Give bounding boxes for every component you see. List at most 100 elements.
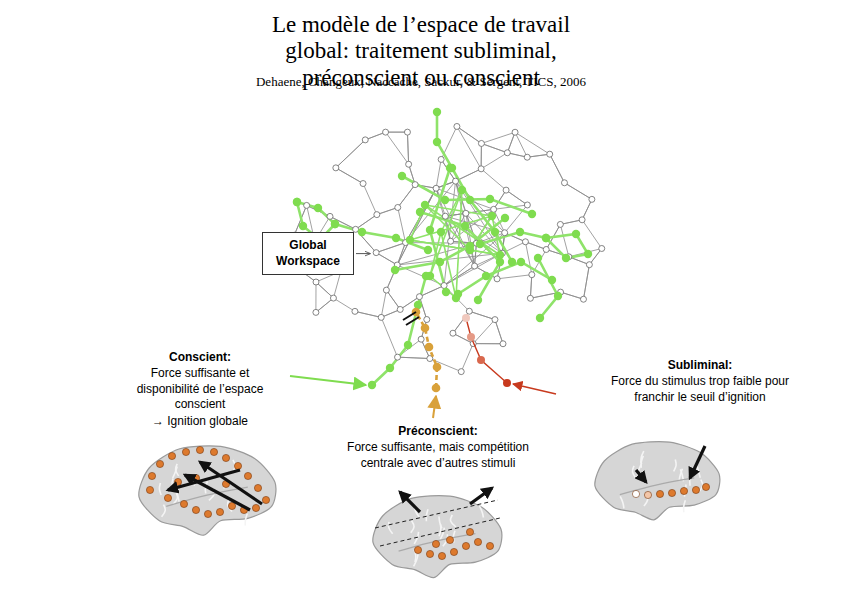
neuron	[512, 129, 518, 135]
network-link	[527, 154, 550, 157]
network-link	[386, 132, 409, 164]
active-neuron	[293, 198, 301, 206]
network-link	[406, 242, 477, 244]
neuron	[586, 262, 592, 268]
active-neuron	[433, 138, 441, 146]
network-link	[333, 271, 340, 298]
network-link	[398, 185, 415, 208]
workspace-link	[456, 190, 462, 298]
neuron	[500, 341, 506, 347]
subliminal-neuron	[503, 379, 511, 387]
neuron	[458, 369, 464, 375]
network-link	[497, 275, 532, 279]
network-link	[495, 320, 503, 344]
network-link	[473, 343, 503, 344]
neuron	[373, 250, 379, 256]
network-link	[457, 126, 482, 143]
neuron	[492, 317, 498, 323]
active-neuron	[572, 230, 580, 238]
network-link	[550, 154, 565, 183]
network-link	[561, 292, 584, 299]
preconscious-neuron	[421, 324, 430, 333]
network-link	[397, 243, 405, 265]
neuron	[383, 287, 389, 293]
neuron	[580, 296, 586, 302]
active-neuron	[368, 381, 376, 389]
neuron	[441, 283, 447, 289]
neuron	[416, 294, 422, 300]
neuron	[360, 181, 366, 187]
active-neuron	[422, 272, 430, 280]
active-neuron	[392, 234, 400, 242]
active-neuron	[391, 266, 399, 274]
network-link	[406, 181, 456, 242]
network-link	[527, 154, 550, 157]
active-neuron	[554, 292, 562, 300]
subliminal-neuron	[467, 333, 475, 341]
network-link	[398, 357, 430, 358]
network-link	[469, 311, 495, 319]
neuron	[362, 137, 368, 143]
brain	[373, 488, 502, 578]
stimulus-arrow	[513, 384, 556, 394]
network-link	[457, 126, 482, 143]
neuron	[418, 336, 424, 342]
brain	[139, 446, 276, 535]
neuron	[503, 187, 509, 193]
network-link	[407, 132, 408, 164]
network-link	[473, 343, 503, 344]
neuron	[395, 204, 401, 210]
active-neuron	[314, 204, 322, 212]
blocked-mark	[403, 312, 419, 325]
neuron	[557, 221, 563, 227]
network-link	[397, 243, 405, 265]
neuron	[502, 230, 508, 236]
neuron	[504, 150, 510, 156]
preconscious-neuron	[425, 343, 434, 352]
active-neuron	[562, 254, 570, 262]
network-link	[525, 242, 531, 275]
description: Force du stimulus trop faible pour franc…	[605, 374, 795, 405]
network-link	[582, 199, 592, 219]
active-neuron	[458, 186, 466, 194]
network-link	[481, 143, 482, 168]
active-neuron	[508, 258, 516, 266]
network-link	[461, 344, 473, 372]
active-neuron	[441, 196, 449, 204]
active-neuron	[331, 220, 339, 228]
network-link	[398, 185, 415, 208]
neuron	[529, 272, 535, 278]
neuron	[383, 129, 389, 135]
network-link	[386, 290, 400, 309]
active-neuron	[416, 208, 424, 216]
network-link	[336, 140, 365, 168]
subliminal-neuron	[462, 314, 470, 322]
network-link	[376, 243, 405, 253]
neuron	[438, 156, 444, 162]
brain	[595, 442, 720, 520]
description: Force suffisante, mais compétition centr…	[331, 440, 546, 471]
workspace-box: Global Workspace	[262, 232, 354, 275]
network-link	[475, 243, 477, 266]
active-neuron	[536, 314, 544, 322]
active-neuron	[517, 258, 525, 266]
neuron	[378, 314, 384, 320]
conscious-pathway	[395, 218, 505, 270]
neuron	[424, 317, 430, 323]
workspace-link	[441, 232, 456, 298]
heading: Subliminal:	[600, 358, 800, 374]
network-link	[436, 159, 441, 188]
network-link	[355, 311, 381, 317]
workspace-link	[410, 216, 492, 240]
active-neuron	[542, 234, 550, 242]
active-neuron	[476, 240, 484, 248]
active-neuron	[398, 172, 406, 180]
conscious-pathway	[437, 112, 512, 262]
leader-line	[356, 253, 370, 254]
active-neuron	[299, 222, 307, 230]
network-link	[530, 275, 531, 299]
neuron	[524, 202, 530, 208]
conscious-pathway	[458, 262, 552, 294]
active-neuron	[446, 164, 454, 172]
neuron	[313, 309, 319, 315]
